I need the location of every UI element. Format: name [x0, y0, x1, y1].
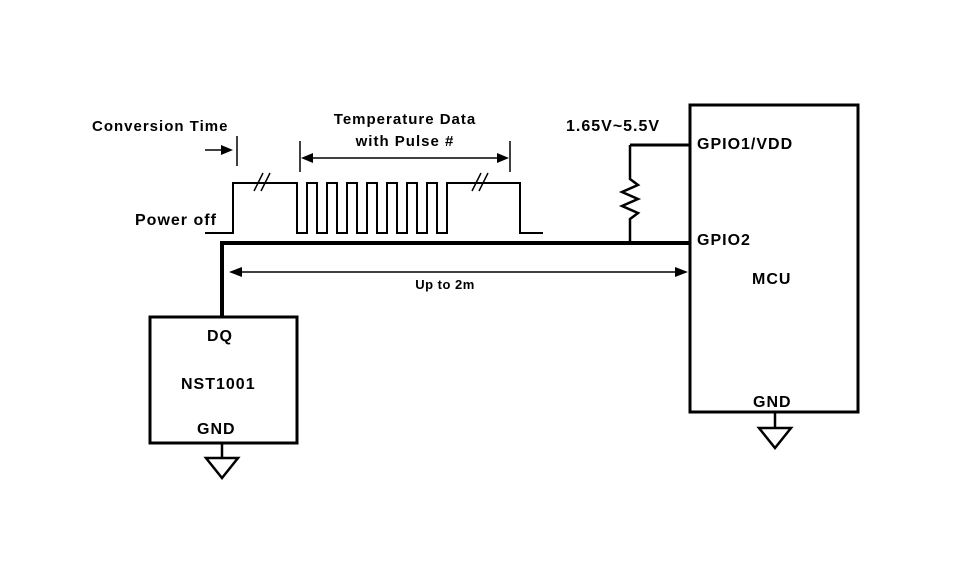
mcu-pin-gnd-label: GND	[753, 394, 792, 411]
temperature-data-span-arrow	[299, 141, 511, 172]
mcu-box	[688, 103, 860, 414]
temperature-data-label-line1: Temperature Data	[334, 111, 476, 128]
temperature-data-label-line2: with Pulse #	[355, 133, 455, 150]
sensor-ground-symbol	[203, 443, 241, 481]
sensor-pin-gnd-label: GND	[197, 421, 236, 438]
mcu-pin-gpio1-vdd-label: GPIO1/VDD	[697, 136, 793, 153]
pullup-resistor	[618, 145, 642, 243]
cable-length-arrow	[229, 267, 688, 277]
conversion-time-arrow	[205, 136, 238, 166]
cable-length-label: Up to 2m	[415, 277, 475, 292]
pulse-waveform	[205, 182, 543, 234]
sensor-box	[148, 315, 299, 445]
waveform-break-mark-right	[471, 172, 489, 192]
mcu-name-label: MCU	[752, 271, 791, 288]
conversion-time-label: Conversion Time	[92, 118, 228, 135]
sensor-name-label: NST1001	[181, 376, 256, 393]
supply-voltage-label: 1.65V~5.5V	[566, 118, 660, 135]
sensor-pin-dq-label: DQ	[207, 328, 233, 345]
mcu-ground-symbol	[756, 412, 794, 451]
waveform-break-mark-left	[253, 172, 271, 192]
mcu-pin-gpio2-label: GPIO2	[697, 232, 751, 249]
power-off-label: Power off	[135, 212, 217, 229]
